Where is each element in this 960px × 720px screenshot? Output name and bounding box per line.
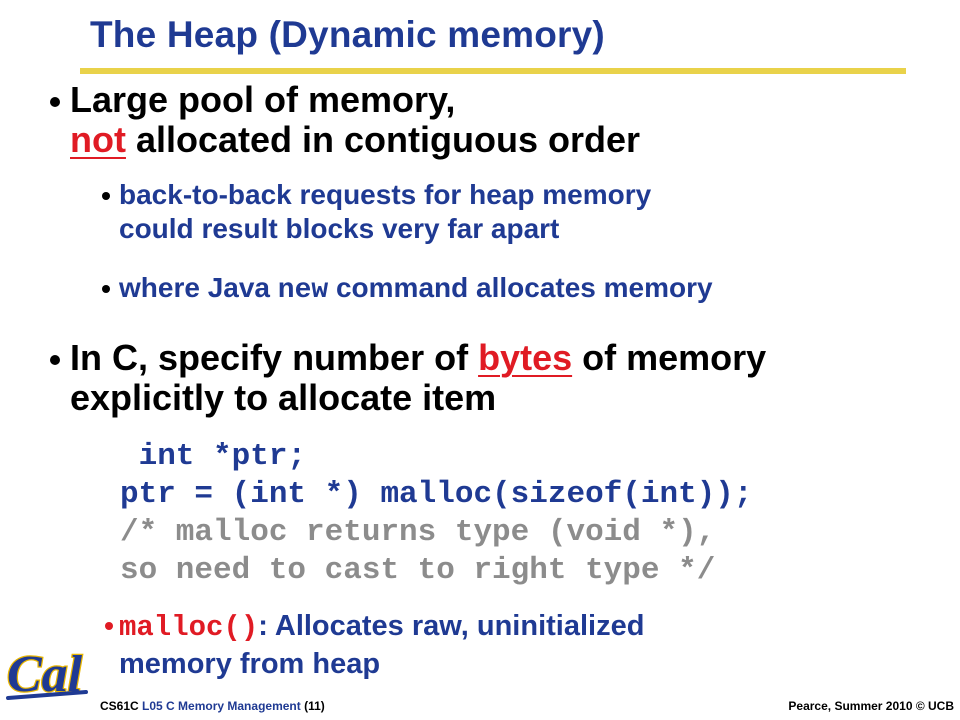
- bullet-specify-bytes: In C, specify number of bytes of memory …: [50, 338, 766, 418]
- bullet-text: allocated in contiguous order: [125, 119, 641, 160]
- sub-bullet-line: back-to-back requests for heap memory: [119, 179, 652, 210]
- sub-bullet-line: malloc(): Allocates raw, uninitialized: [119, 608, 644, 646]
- footer-course: CS61C: [100, 699, 139, 713]
- bullet-text: Large pool of memory,: [70, 79, 456, 120]
- cal-logo-swoosh: [6, 690, 88, 700]
- code-block: int *ptr;ptr = (int *) malloc(sizeof(int…: [120, 438, 753, 590]
- cal-logo-text: Cal: [7, 646, 83, 702]
- emphasis-bytes: bytes: [478, 337, 573, 378]
- code-keyword-new: new: [277, 275, 329, 306]
- bullet-dot-icon: [102, 285, 110, 293]
- sub-bullet-line: could result blocks very far apart: [119, 213, 560, 244]
- slide-title: The Heap (Dynamic memory): [90, 14, 605, 55]
- code-malloc: malloc(): [119, 611, 259, 644]
- code-line: int *ptr;: [120, 439, 307, 474]
- sub-bullet-text: : Allocates raw, uninitialized: [258, 610, 645, 642]
- bullet-dot-icon: [102, 192, 110, 200]
- sub-bullet-java-new: where Java new command allocates memory: [102, 271, 713, 308]
- code-line: ptr = (int *) malloc(sizeof(int));: [120, 477, 753, 512]
- bullet-dot-icon: [50, 97, 60, 107]
- footer-page-number: (11): [304, 699, 325, 713]
- title-underline-rule: [80, 68, 906, 74]
- footer-lecture: L05 C Memory Management: [142, 699, 301, 713]
- emphasis-not: not: [70, 119, 126, 160]
- code-comment-line: /* malloc returns type (void *),: [120, 515, 716, 550]
- bullet-large-pool: Large pool of memory, not allocated in c…: [50, 80, 640, 160]
- cal-logo-icon: Cal: [6, 645, 88, 702]
- sub-bullet-text: command allocates memory: [328, 272, 713, 303]
- bullet-text: In C, specify number of: [70, 337, 479, 378]
- footer-author: Pearce, Summer 2010 © UCB: [788, 699, 954, 713]
- bullet-dot-icon: [105, 622, 113, 630]
- sub-bullet-back-to-back: back-to-back requests for heap memory co…: [102, 178, 652, 246]
- sub-bullet-text: where Java: [119, 272, 278, 303]
- bullet-text: of memory: [572, 337, 767, 378]
- sub-bullet-malloc: malloc(): Allocates raw, uninitialized m…: [105, 608, 644, 682]
- bullet-line: not allocated in contiguous order: [70, 120, 640, 160]
- bullet-line: explicitly to allocate item: [70, 377, 497, 418]
- bullet-line: In C, specify number of bytes of memory: [70, 338, 766, 378]
- code-comment-line: so need to cast to right type */: [120, 553, 716, 588]
- bullet-dot-icon: [50, 355, 60, 365]
- bullet-line: Large pool of memory,: [70, 80, 640, 120]
- footer-course-info: CS61C L05 C Memory Management (11): [100, 699, 325, 713]
- sub-bullet-line: memory from heap: [119, 648, 381, 680]
